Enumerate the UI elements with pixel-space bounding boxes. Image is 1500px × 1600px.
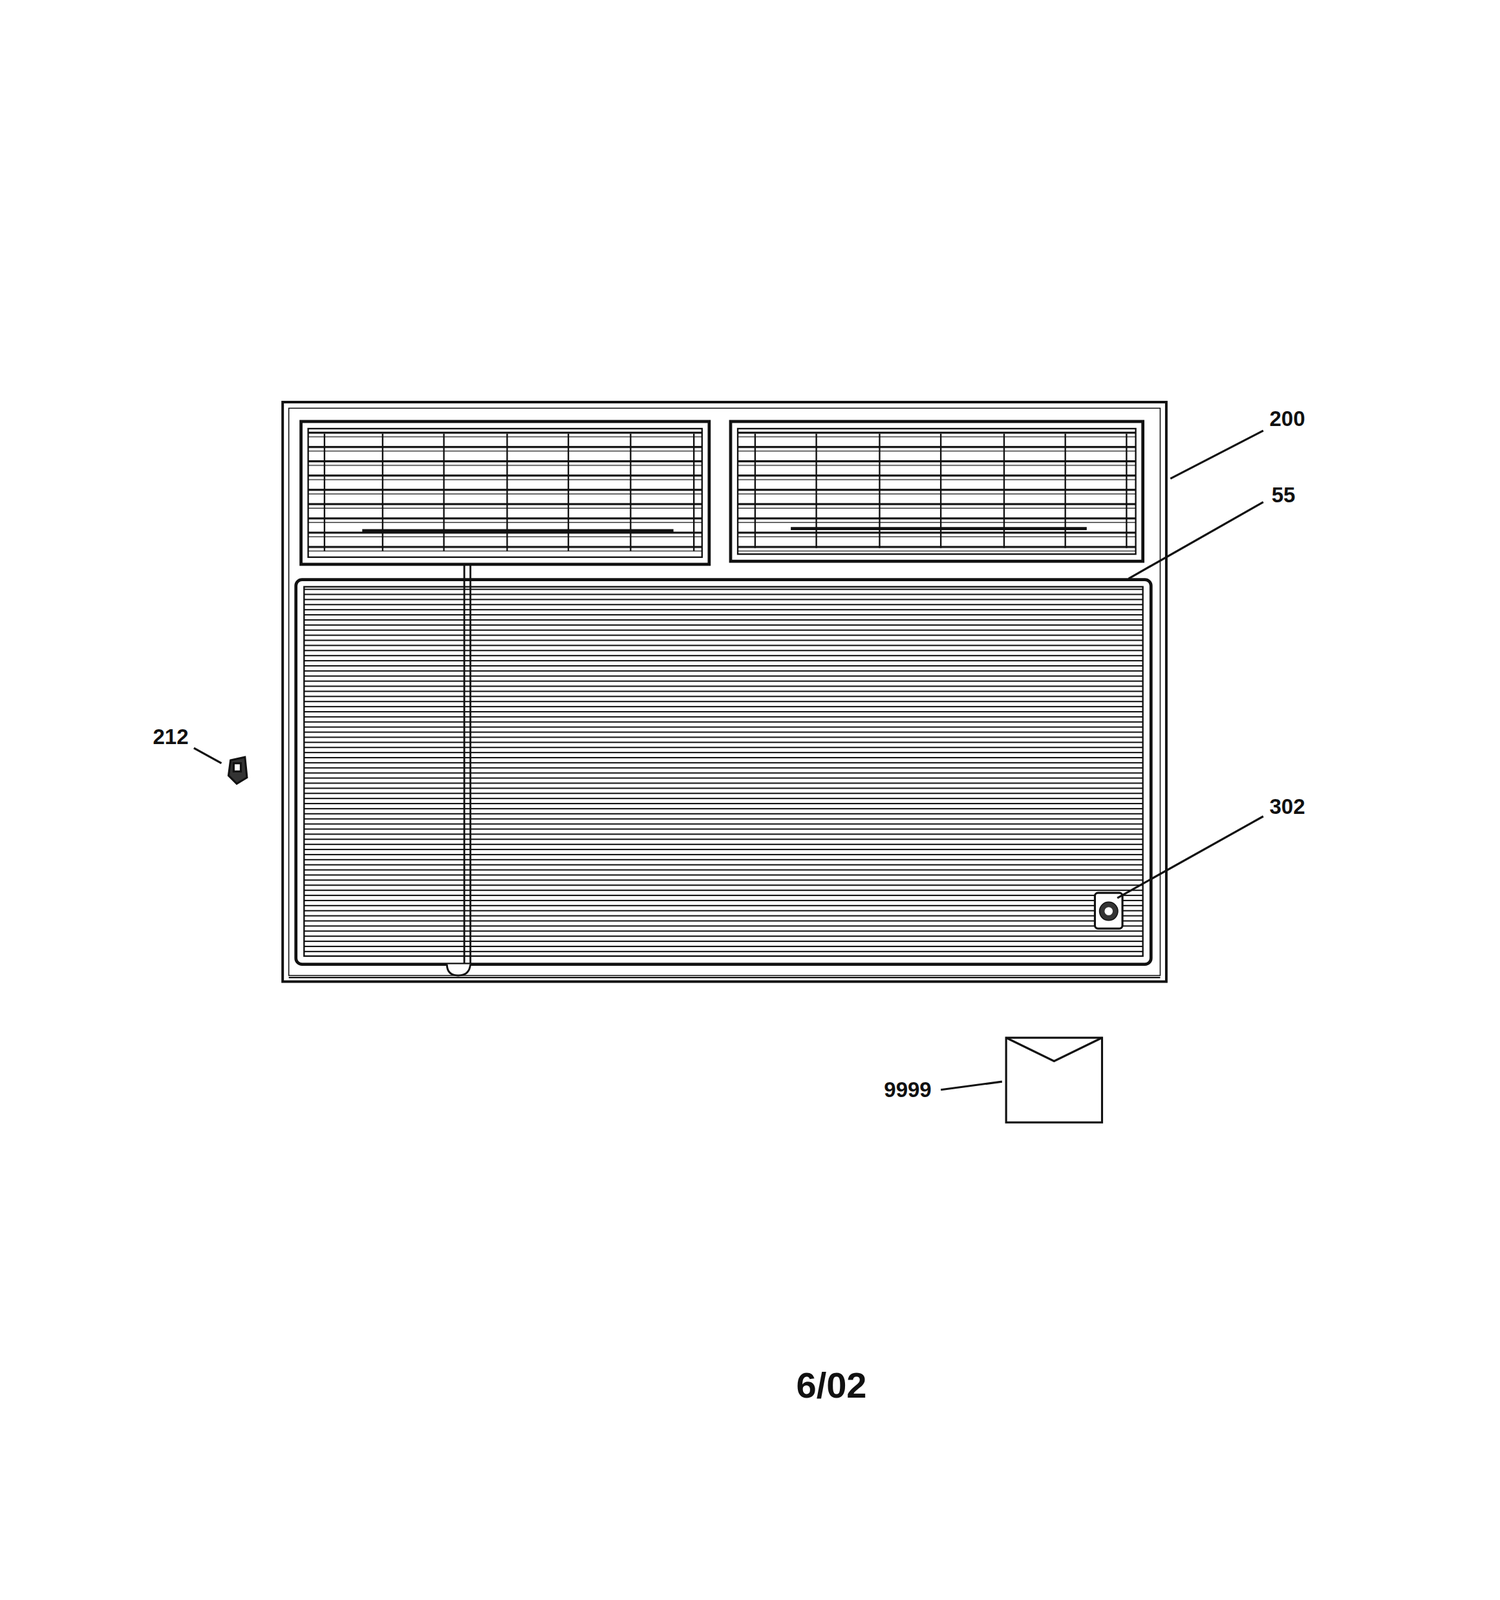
callout-number: 302 — [1269, 795, 1305, 818]
callout-number: 55 — [1271, 484, 1296, 506]
power-cord — [446, 564, 471, 976]
callout-number: 212 — [152, 726, 189, 748]
part-212-clip — [228, 757, 247, 784]
front-panel — [296, 579, 1152, 965]
housing — [282, 402, 1167, 982]
manual-envelope — [1006, 1037, 1102, 1123]
callout-number: 200 — [1269, 407, 1305, 430]
left-grille — [301, 421, 710, 565]
date-code: 6/02 — [796, 1367, 868, 1404]
right-grille — [730, 421, 1144, 562]
callout-number: 9999 — [883, 1079, 932, 1101]
leader-lines — [193, 430, 1264, 1091]
